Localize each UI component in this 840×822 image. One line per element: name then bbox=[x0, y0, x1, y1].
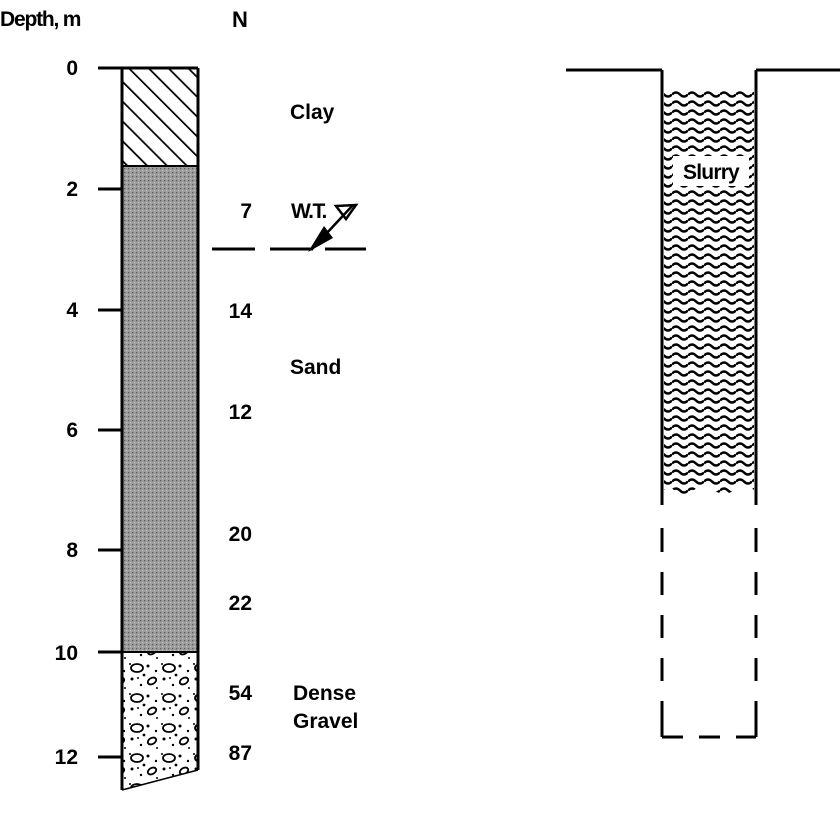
clay-layer bbox=[122, 68, 198, 166]
depth-axis: 0 2 4 6 8 10 12 bbox=[55, 57, 122, 769]
depth-tick-label: 8 bbox=[66, 539, 78, 562]
n-value: 20 bbox=[229, 523, 252, 546]
water-table-triangle-icon bbox=[333, 203, 359, 222]
n-column-header: N bbox=[232, 7, 248, 32]
slurry-label: Slurry bbox=[683, 161, 740, 184]
water-table-marker: W.T. bbox=[212, 200, 366, 252]
depth-tick-label: 12 bbox=[55, 746, 78, 769]
depth-tick-label: 4 bbox=[66, 299, 78, 322]
n-value: 54 bbox=[229, 682, 253, 705]
gravel-label-line1: Dense bbox=[293, 682, 356, 705]
slurry-label-bg bbox=[673, 156, 749, 186]
n-value: 12 bbox=[229, 401, 252, 424]
depth-tick-label: 0 bbox=[66, 57, 78, 80]
sand-label: Sand bbox=[290, 356, 341, 379]
depth-tick-label: 10 bbox=[55, 642, 78, 665]
water-table-label: W.T. bbox=[291, 200, 326, 223]
sand-layer bbox=[122, 166, 198, 652]
borehole-log bbox=[120, 66, 200, 791]
slurry-trench: Slurry bbox=[566, 68, 840, 739]
column-bottom-edge bbox=[121, 769, 199, 791]
slurry-fill bbox=[664, 90, 754, 494]
n-value: 14 bbox=[229, 300, 253, 323]
gravel-layer bbox=[122, 652, 198, 790]
n-value: 22 bbox=[229, 592, 252, 615]
n-values: 7 14 12 20 22 54 87 bbox=[229, 200, 253, 765]
depth-tick-label: 2 bbox=[66, 178, 78, 201]
n-value: 7 bbox=[240, 200, 252, 223]
gravel-label-line2: Gravel bbox=[293, 710, 358, 733]
depth-tick-label: 6 bbox=[66, 419, 78, 442]
arrowhead-icon bbox=[308, 226, 333, 252]
n-value: 87 bbox=[229, 742, 252, 765]
clay-label: Clay bbox=[290, 101, 335, 124]
depth-axis-title: Depth, m bbox=[0, 8, 81, 31]
